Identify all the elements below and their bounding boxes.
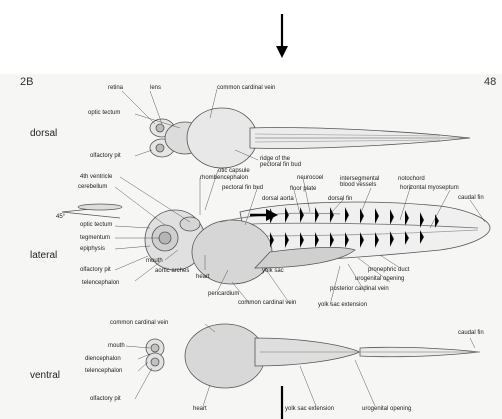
- label-yolk-sac-extension-lateral: yolk sac extension: [318, 302, 367, 308]
- label-posterior-cardinal-vein: posterior cardinal vein: [330, 286, 389, 292]
- view-label-dorsal: dorsal: [30, 128, 57, 139]
- view-label-ventral: ventral: [30, 370, 60, 381]
- label-urogenital-opening-lateral: urogenital opening: [355, 276, 404, 282]
- label-dorsal-fin: dorsal fin: [328, 196, 352, 202]
- label-neurocoel: neurocoel: [297, 175, 323, 181]
- label-epiphysis: epiphysis: [80, 246, 105, 252]
- label-caudal-fin-ventral: caudal fin: [458, 330, 484, 336]
- label-lens: lens: [150, 85, 161, 91]
- page-number: 48: [484, 76, 496, 88]
- label-pericardium: pericardium: [208, 291, 239, 297]
- angle-label: 45°: [56, 214, 65, 220]
- label-yolk-sac-extension-ventral: yolk sac extension: [285, 406, 334, 412]
- label-tegmentum: tegmentum: [80, 235, 110, 241]
- label-ridge-pectoral-fin-bud: ridge of the pectoral fin bud: [260, 156, 301, 168]
- label-pronephric-duct: pronephric duct: [368, 267, 409, 273]
- ventral-fish: [146, 324, 480, 388]
- label-urogenital-opening-ventral: urogenital opening: [362, 406, 411, 412]
- label-floor-plate: floor plate: [290, 186, 316, 192]
- label-common-cardinal-vein-ventral: common cardinal vein: [110, 320, 168, 326]
- label-notochord: notochord: [398, 176, 425, 182]
- label-yolk-sac: yolk sac: [262, 268, 284, 274]
- label-horizontal-myoseptum: horizontal myoseptum: [400, 185, 459, 191]
- dorsal-fish: [150, 108, 470, 168]
- top-annotation-arrow: [276, 14, 288, 58]
- label-pectoral-fin-bud: pectoral fin bud: [222, 185, 263, 191]
- label-telencephalon-lateral: telencephalon: [82, 280, 119, 286]
- figure-panel-id: 2B: [20, 76, 33, 88]
- label-caudal-fin-lateral: caudal fin: [458, 195, 484, 201]
- label-optic-tectum-dorsal: optic tectum: [88, 110, 120, 116]
- label-mouth-lateral: mouth: [146, 258, 163, 264]
- label-dorsal-aorta: dorsal aorta: [262, 196, 294, 202]
- label-aortic-arches: aortic arches: [155, 268, 189, 274]
- label-olfactory-pit-lateral: olfactory pit: [80, 267, 111, 273]
- label-mouth-ventral: mouth: [108, 343, 125, 349]
- label-retina: retina: [108, 85, 123, 91]
- label-optic-tectum-lateral: optic tectum: [80, 222, 112, 228]
- label-rhombencephalon: rhombencephalon: [200, 175, 248, 181]
- label-otic-capsule: otic capsule: [218, 168, 250, 174]
- label-common-cardinal-vein-lateral: common cardinal vein: [238, 300, 296, 306]
- label-olfactory-pit-ventral: olfactory pit: [90, 396, 121, 402]
- label-common-cardinal-vein-dorsal: common cardinal vein: [217, 85, 275, 91]
- label-heart-lateral: heart: [196, 274, 210, 280]
- orientation-sketch: [62, 204, 122, 218]
- label-telencephalon-ventral: telencephalon: [85, 368, 122, 374]
- label-diencephalon: diencephalon: [85, 356, 121, 362]
- label-4th-ventricle: 4th ventricle: [80, 174, 112, 180]
- view-label-lateral: lateral: [30, 250, 57, 261]
- label-intersegmental-blood-vessels: intersegmental blood vessels: [340, 176, 379, 188]
- label-heart-ventral: heart: [193, 406, 207, 412]
- label-olfactory-pit-dorsal: olfactory pit: [90, 153, 121, 159]
- label-cerebellum: cerebellum: [78, 184, 107, 190]
